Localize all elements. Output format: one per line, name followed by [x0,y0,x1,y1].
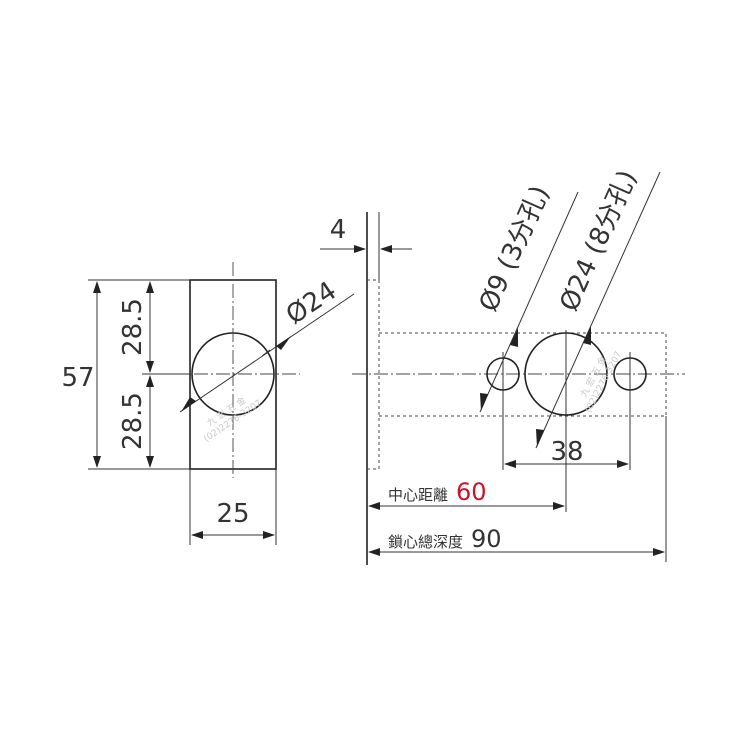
leader-large-hole [535,171,661,449]
dim-text-28-top: 28.5 [118,298,148,356]
leader-large-arrow-a [536,429,544,447]
dim-text-38: 38 [550,437,583,467]
dim-text-60: 中心距離 60 [388,478,487,506]
leader-front-hole [179,293,355,413]
leader-arrow-b [276,336,291,350]
dim-text-4: 4 [330,215,347,245]
dim-text-28-bottom: 28.5 [118,392,148,450]
leader-small-hole [479,191,579,413]
front-view: 57 28.5 28.5 25 Ø24 九 宏 五 金 (02)2276-320… [61,262,355,545]
leader-small-arrow-a [480,393,488,411]
leader-large-arrow-b [583,326,591,345]
dim-text-25: 25 [216,499,249,529]
watermark-right: 九 宏 五 金 (02)2276-3207 [578,350,625,414]
leader-arrow-a [181,397,196,412]
plate-thickness-hidden [367,279,380,470]
dim-text-large-hole: Ø24 (8分孔) [554,166,643,316]
leader-small-arrow-b [510,328,518,347]
dim-text-57: 57 [61,363,94,393]
watermark-left: 九 宏 五 金 (02)2276-3207 [202,394,264,444]
side-view: 4 Ø9 (3分孔) Ø24 (8分孔) 九 宏 五 金 (02)2276-32… [320,166,685,565]
body-hidden-outline [379,332,667,417]
dim-text-small-hole: Ø9 (3分孔) [474,181,556,316]
dim-text-90: 鎖心總深度 90 [388,525,502,553]
